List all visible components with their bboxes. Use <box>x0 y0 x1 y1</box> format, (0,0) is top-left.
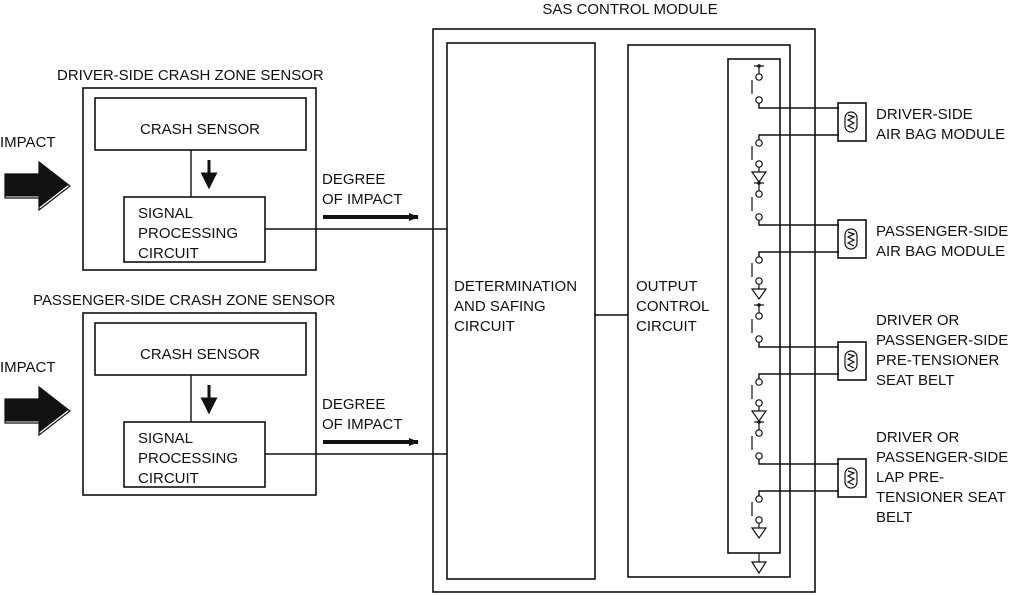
crash-zone-sensor-passenger: PASSENGER-SIDE CRASH ZONE SENSOR CRASH SE… <box>0 292 447 496</box>
output-label: PRE-TENSIONER <box>876 352 1000 369</box>
connector-box <box>837 219 867 259</box>
degree-label: OF IMPACT <box>322 416 403 433</box>
sas-module-title: SAS CONTROL MODULE <box>542 1 717 18</box>
signal-processing-label: SIGNAL <box>138 430 193 447</box>
impact-arrow-icon <box>3 384 70 436</box>
crash-sensor-label: CRASH SENSOR <box>140 346 260 363</box>
output-label: DRIVER OR <box>876 312 960 329</box>
output-control-label-line-2: CONTROL <box>636 298 709 315</box>
sensor-box <box>82 87 317 271</box>
output-label: LAP PRE- <box>876 469 944 486</box>
switch-array <box>750 64 839 540</box>
down-arrow-icon <box>200 385 218 415</box>
sensor-title: DRIVER-SIDE CRASH ZONE SENSOR <box>57 67 324 84</box>
sas-control-module-box <box>432 28 816 593</box>
crash-sensor-box <box>94 97 307 151</box>
switch-panel <box>727 58 781 554</box>
output-device-4: DRIVER OR PASSENGER-SIDE LAP PRE- TENSIONER… <box>837 429 1008 526</box>
output-label: TENSIONER SEAT <box>876 489 1006 506</box>
output-label: PASSENGER-SIDE <box>876 449 1008 466</box>
connector-box <box>837 458 867 498</box>
degree-label: OF IMPACT <box>322 191 403 208</box>
output-label: SEAT BELT <box>876 372 954 389</box>
down-arrow-icon <box>200 160 218 190</box>
switch-channel-4 <box>750 420 839 540</box>
output-label: PASSENGER-SIDE <box>876 223 1008 240</box>
connector-box <box>837 341 867 381</box>
determination-safing-circuit: DETERMINATION AND SAFING CIRCUIT <box>446 42 596 580</box>
output-control-circuit: OUTPUT CONTROL CIRCUIT <box>627 44 791 578</box>
switch-channel-2 <box>750 181 839 301</box>
degree-label: DEGREE <box>322 171 385 188</box>
output-label: PASSENGER-SIDE <box>876 332 1008 349</box>
determination-label-line-2: AND SAFING <box>454 298 546 315</box>
determination-label-line-1: DETERMINATION <box>454 278 577 295</box>
impact-label: IMPACT <box>0 134 56 151</box>
impact-label: IMPACT <box>0 359 56 376</box>
impact-arrow-icon <box>3 159 70 211</box>
output-label: DRIVER-SIDE <box>876 106 973 123</box>
crash-sensor-box <box>94 322 307 376</box>
connector-box <box>837 102 867 142</box>
output-label: BELT <box>876 509 912 526</box>
output-device-2: PASSENGER-SIDE AIR BAG MODULE <box>837 219 1008 260</box>
sensor-title: PASSENGER-SIDE CRASH ZONE SENSOR <box>33 292 335 309</box>
crash-zone-sensor-driver: DRIVER-SIDE CRASH ZONE SENSOR CRASH SENSO… <box>0 67 447 271</box>
switch-channel-1 <box>750 64 839 184</box>
signal-processing-label: CIRCUIT <box>138 245 199 262</box>
sensor-box <box>82 312 317 496</box>
degree-label: DEGREE <box>322 396 385 413</box>
output-control-label-line-3: CIRCUIT <box>636 318 697 335</box>
output-label: AIR BAG MODULE <box>876 243 1005 260</box>
output-device-1: DRIVER-SIDE AIR BAG MODULE <box>837 102 1005 143</box>
determination-label-line-3: CIRCUIT <box>454 318 515 335</box>
output-label: AIR BAG MODULE <box>876 126 1005 143</box>
signal-processing-label: PROCESSING <box>138 450 238 467</box>
ground-symbol <box>750 553 768 575</box>
output-control-label-line-1: OUTPUT <box>636 278 698 295</box>
signal-processing-label: CIRCUIT <box>138 470 199 487</box>
signal-processing-label: SIGNAL <box>138 205 193 222</box>
output-device-3: DRIVER OR PASSENGER-SIDE PRE-TENSIONER SEAT… <box>837 312 1008 389</box>
crash-sensor-label: CRASH SENSOR <box>140 121 260 138</box>
output-label: DRIVER OR <box>876 429 960 446</box>
switch-channel-3 <box>750 303 839 423</box>
signal-processing-label: PROCESSING <box>138 225 238 242</box>
